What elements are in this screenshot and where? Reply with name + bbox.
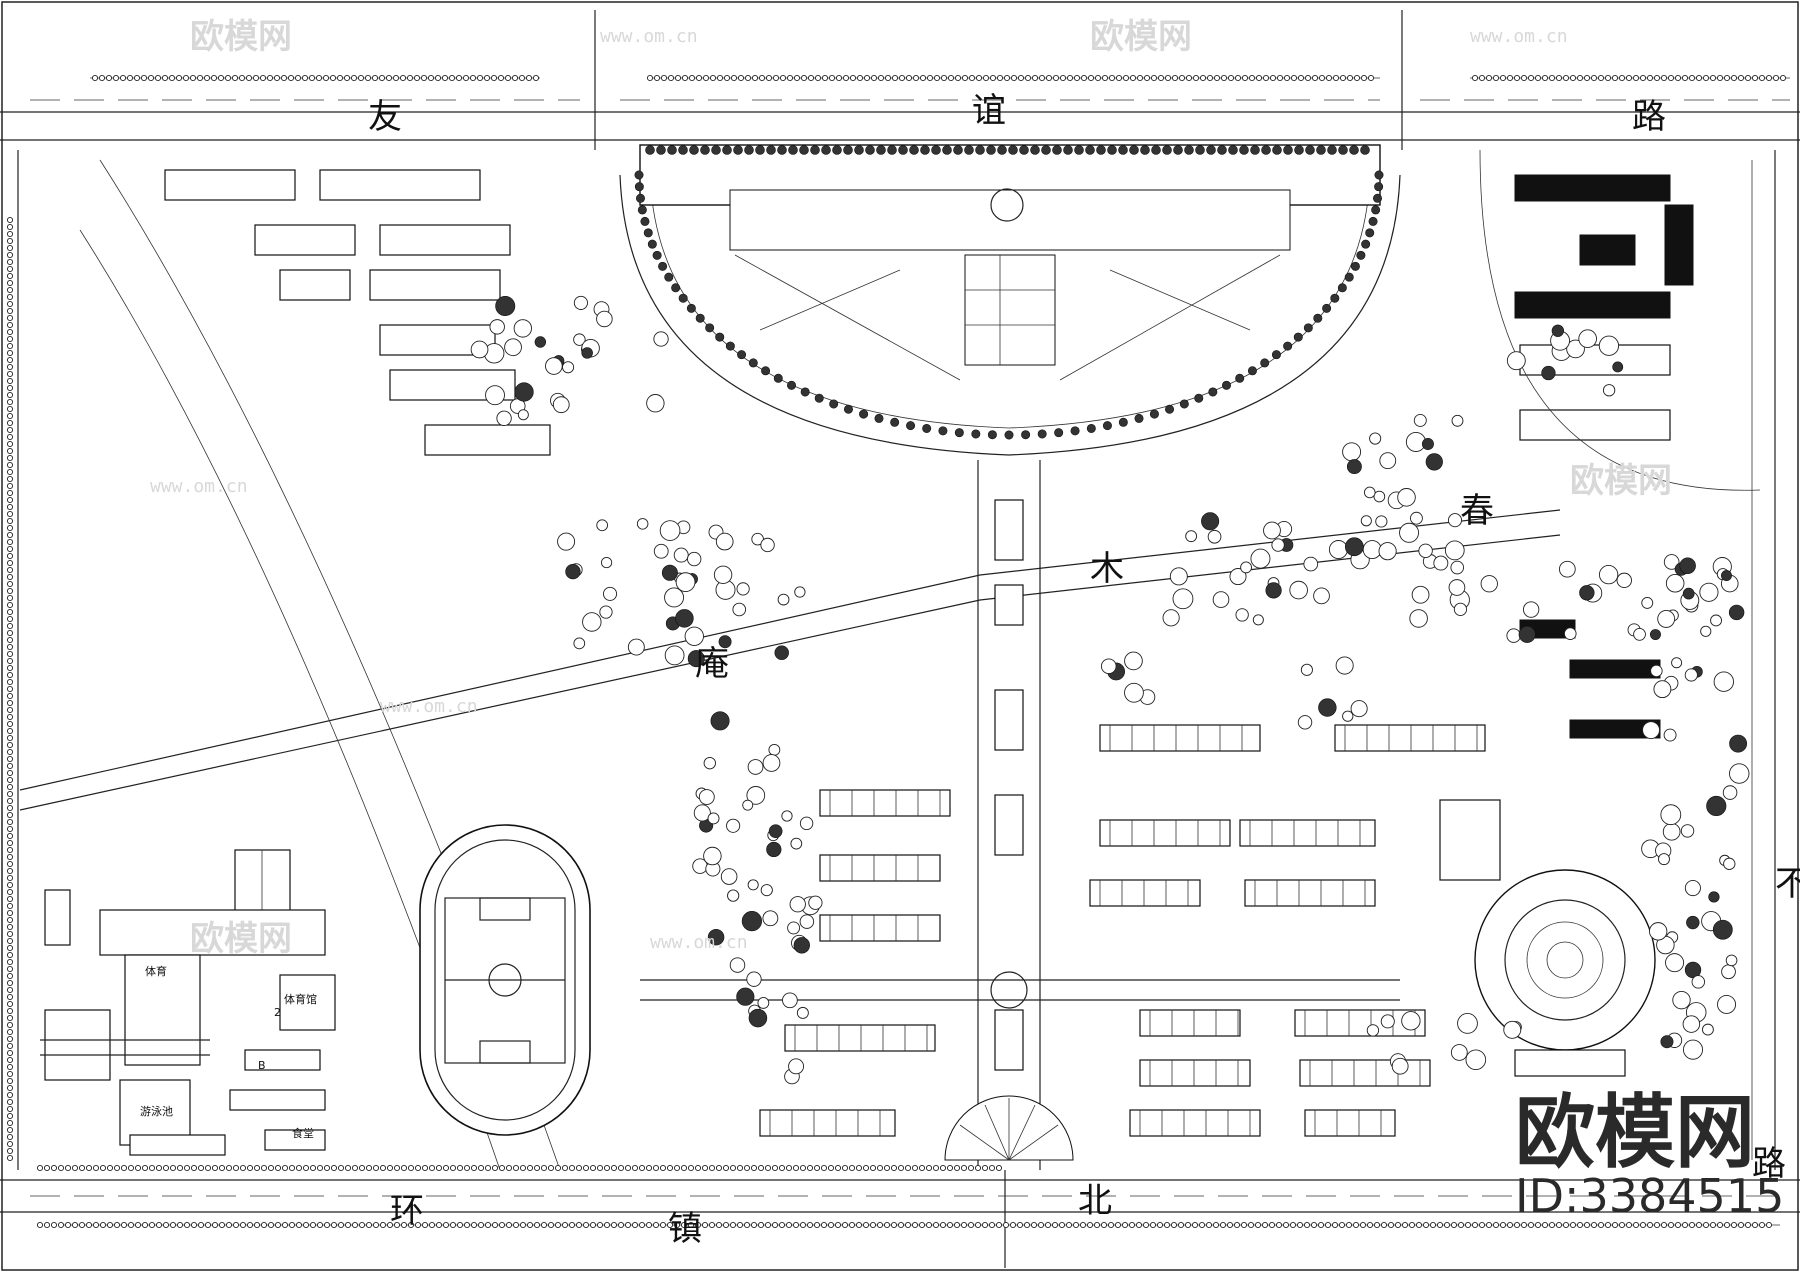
- plaza-tree-row: [634, 145, 1384, 440]
- road-label-north-2: 谊: [972, 91, 1006, 131]
- northeast-housing: [1479, 149, 1761, 491]
- watermark-brand: 欧模网: [1570, 461, 1672, 501]
- facility-label-zone-2: 2: [274, 1006, 281, 1019]
- road-label-south-4: 路: [1752, 1144, 1786, 1184]
- side-roads: [17, 150, 1776, 1170]
- brand-watermark: 欧模网 ID:3384515: [1515, 1086, 1784, 1223]
- central-axis: [640, 460, 1400, 1170]
- east-housing-grid: [1089, 619, 1661, 1137]
- northwest-housing: [164, 169, 551, 456]
- watermark-url: www.om.cn: [150, 476, 248, 497]
- watermark-brand: 欧模网: [190, 919, 292, 959]
- watermark-url: www.om.cn: [600, 26, 698, 47]
- road-labels: 友 谊 路 环 镇 北 路 春 木 庵 不: [368, 91, 1800, 1249]
- facility-label-sports-hall: 体育馆: [284, 992, 317, 1006]
- north-plaza: [619, 144, 1401, 456]
- facility-label-canteen: 食堂: [292, 1126, 314, 1140]
- brand-watermark-id: ID:3384515: [1515, 1169, 1784, 1223]
- road-label-south-3: 北: [1078, 1181, 1112, 1221]
- southwest-campus: [40, 849, 336, 1156]
- facility-label-gym: 游泳池: [140, 1104, 173, 1118]
- brand-watermark-text: 欧模网: [1515, 1086, 1755, 1179]
- watermark-url: www.om.cn: [650, 932, 748, 953]
- road-label-north-3: 路: [1632, 97, 1666, 137]
- south-gate: [944, 1095, 1074, 1161]
- facility-label-hall-a: 体育: [145, 964, 167, 978]
- facility-label-zone-b: B: [258, 1059, 266, 1072]
- light-watermarks: 欧模网 www.om.cn 欧模网 www.om.cn www.om.cn ww…: [150, 17, 1672, 959]
- west-housing-grid: [759, 789, 951, 1137]
- road-label-center-3: 庵: [695, 644, 729, 684]
- sports-ground: [419, 824, 591, 1136]
- watermark-brand: 欧模网: [190, 17, 292, 57]
- road-label-south-2: 镇: [668, 1209, 702, 1249]
- road-label-north-1: 友: [368, 97, 402, 137]
- watermark-brand: 欧模网: [1090, 17, 1192, 57]
- scattered-trees: [470, 295, 1750, 1085]
- roadside-tree-rows: [6, 74, 1787, 1229]
- road-label-south-1: 环: [390, 1191, 424, 1231]
- road-label-center-2: 木: [1090, 549, 1124, 589]
- watermark-url: www.om.cn: [380, 696, 478, 717]
- watermark-url: www.om.cn: [1470, 26, 1568, 47]
- southeast-circle: [1474, 869, 1656, 1051]
- road-label-east-1: 不: [1775, 864, 1800, 904]
- road-label-center-1: 春: [1460, 491, 1494, 531]
- facility-labels: 体育馆 体育 游泳池 食堂 B 2: [140, 964, 317, 1140]
